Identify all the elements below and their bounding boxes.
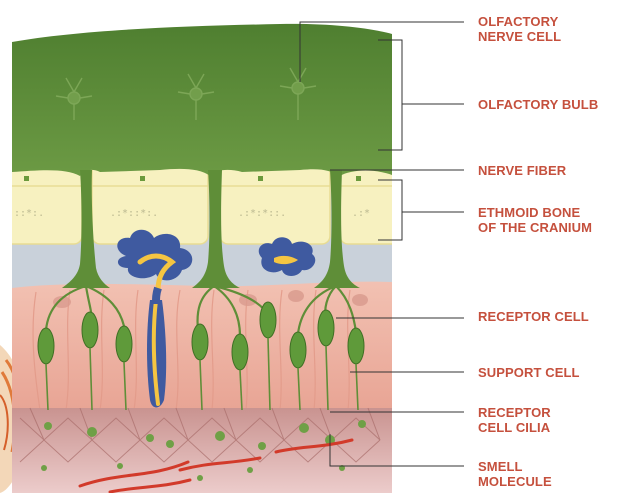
- label-ethmoid-bone: ETHMOID BONE OF THE CRANIUM: [478, 205, 592, 235]
- label-smell-molecule: SMELL MOLECULE: [478, 459, 552, 489]
- label-olfactory-bulb: OLFACTORY BULB: [478, 97, 598, 112]
- label-receptor-cell-cilia: RECEPTOR CELL CILIA: [478, 405, 551, 435]
- svg-text:::*:.: ::*:.: [14, 208, 44, 219]
- svg-text:.:*: .:*: [352, 208, 370, 219]
- mucus-layer: [12, 408, 392, 493]
- label-olfactory-nerve-cell: OLFACTORY NERVE CELL: [478, 14, 561, 44]
- svg-text:.:*::*:.: .:*::*:.: [110, 208, 158, 219]
- svg-text:.:*:*::.: .:*:*::.: [238, 208, 286, 219]
- label-support-cell: SUPPORT CELL: [478, 365, 580, 380]
- label-nerve-fiber: NERVE FIBER: [478, 163, 566, 178]
- label-receptor-cell: RECEPTOR CELL: [478, 309, 589, 324]
